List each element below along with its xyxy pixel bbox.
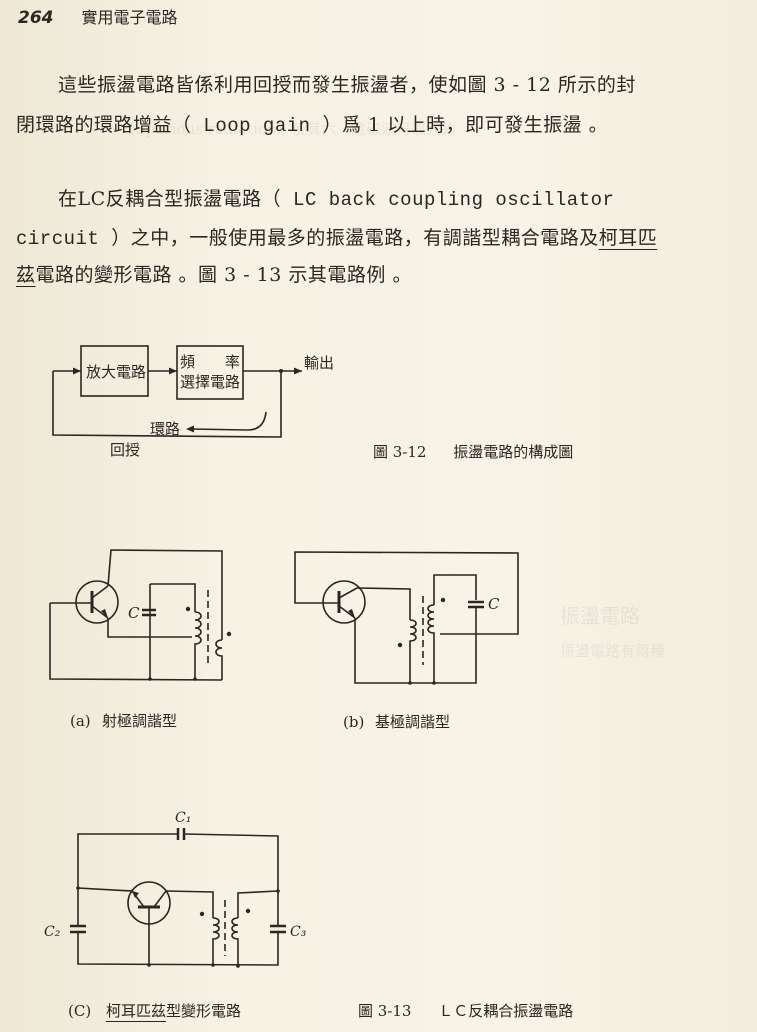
sub-b-title: 基極調諧型	[375, 713, 450, 731]
capacitor-label: C	[128, 604, 140, 622]
emitter-arrow-icon	[101, 609, 108, 618]
output-arrow-icon	[294, 367, 302, 375]
english-term: LC back coupling oscillator	[281, 189, 615, 211]
circuit-b	[294, 551, 519, 684]
sub-a-tag: (a)	[70, 712, 91, 730]
input-arrow-icon	[73, 367, 81, 375]
bleed-through-text: （Spurious radiation）使其六 · 電磁波可靠大約	[120, 120, 456, 138]
freq-label-line-2: 選擇電路	[180, 373, 240, 391]
underlined-term: 柯耳匹	[598, 227, 658, 249]
circuit-c	[70, 828, 286, 966]
c3-label: C₃	[290, 924, 307, 940]
paragraph-1-line-2: 閉環路的環路增益（ Loop gain ）爲 1 以上時，即可發生振盪 。	[16, 106, 608, 145]
arrow-icon	[169, 367, 177, 375]
paragraph-2-line-3: 茲電路的變形電路 。圖 3 - 13 示其電路例 。	[16, 256, 412, 294]
sub-b-tag: (b)	[343, 713, 364, 731]
caption-number: 圖 3-13	[358, 1002, 412, 1020]
caption-number: 圖 3-12	[373, 443, 427, 461]
english-term: Loop gain	[191, 115, 323, 137]
caption-text: 振盪電路的構成圖	[453, 443, 574, 461]
frequency-selector-block	[176, 345, 244, 400]
freq-label-line-1: 頻 率	[180, 353, 240, 371]
page-header: 264 實用電子電路	[18, 4, 178, 28]
emitter-arrow-icon	[132, 891, 139, 898]
page-number: 264	[18, 8, 54, 28]
loop-arrow-icon	[186, 425, 194, 433]
amplifier-label: 放大電路	[86, 363, 146, 381]
text: ）之中，一般使用最多的振盪電路，有調諧型耦合電路及	[111, 227, 599, 249]
underlined-term: 茲	[16, 264, 36, 286]
sub-c-caption: (C) 柯耳匹茲型變形電路	[68, 1000, 241, 1021]
emitter-arrow-icon	[348, 609, 355, 618]
sub-a-title: 射極調諧型	[102, 712, 177, 730]
english-term: circuit	[16, 228, 112, 250]
text: 電路的變形電路 。圖 3 - 13 示其電路例 。	[35, 264, 412, 286]
caption-text: ＬＣ反耦合振盪電路	[438, 1002, 574, 1020]
capacitor-label: C	[488, 595, 500, 613]
transistor-icon	[322, 580, 366, 624]
paragraph-1-line-1: 這些振盪電路皆係利用回授而發生振盪者，使如圖 3 - 12 所示的封	[58, 74, 636, 96]
sub-c-title-underlined: 柯耳匹茲	[105, 1002, 166, 1020]
bleed-through-text: 振盪電路有兩種	[560, 642, 666, 660]
c2-label: C₂	[44, 924, 61, 940]
c1-label: C₁	[175, 810, 191, 826]
paragraph-2-line-1: 在LC反耦合型振盪電路（ LC back coupling oscillator	[58, 180, 614, 219]
bleed-through-text: 振盪電路	[560, 604, 640, 628]
paragraph-2-line-2: circuit ）之中，一般使用最多的振盪電路，有調諧型耦合電路及柯耳匹	[16, 219, 657, 258]
feedback-label: 回授	[110, 441, 140, 459]
sub-c-tag: (C)	[68, 1002, 92, 1020]
circuit-a	[49, 549, 223, 681]
text: 在LC反耦合型振盪電路（	[58, 188, 282, 210]
text: 閉環路的環路增益（	[16, 114, 192, 136]
transistor-icon	[75, 580, 119, 624]
sub-c-title-rest: 型變形電路	[165, 1002, 241, 1020]
text: ）爲 1 以上時，即可發生振盪 。	[322, 114, 609, 136]
figure-3-13-caption: 圖 3-13 ＬＣ反耦合振盪電路	[358, 1000, 573, 1021]
output-label: 輸出	[304, 354, 334, 372]
figure-3-12-caption: 圖 3-12 振盪電路的構成圖	[373, 441, 573, 462]
loop-label: 環路	[150, 420, 180, 438]
running-title: 實用電子電路	[81, 8, 178, 27]
